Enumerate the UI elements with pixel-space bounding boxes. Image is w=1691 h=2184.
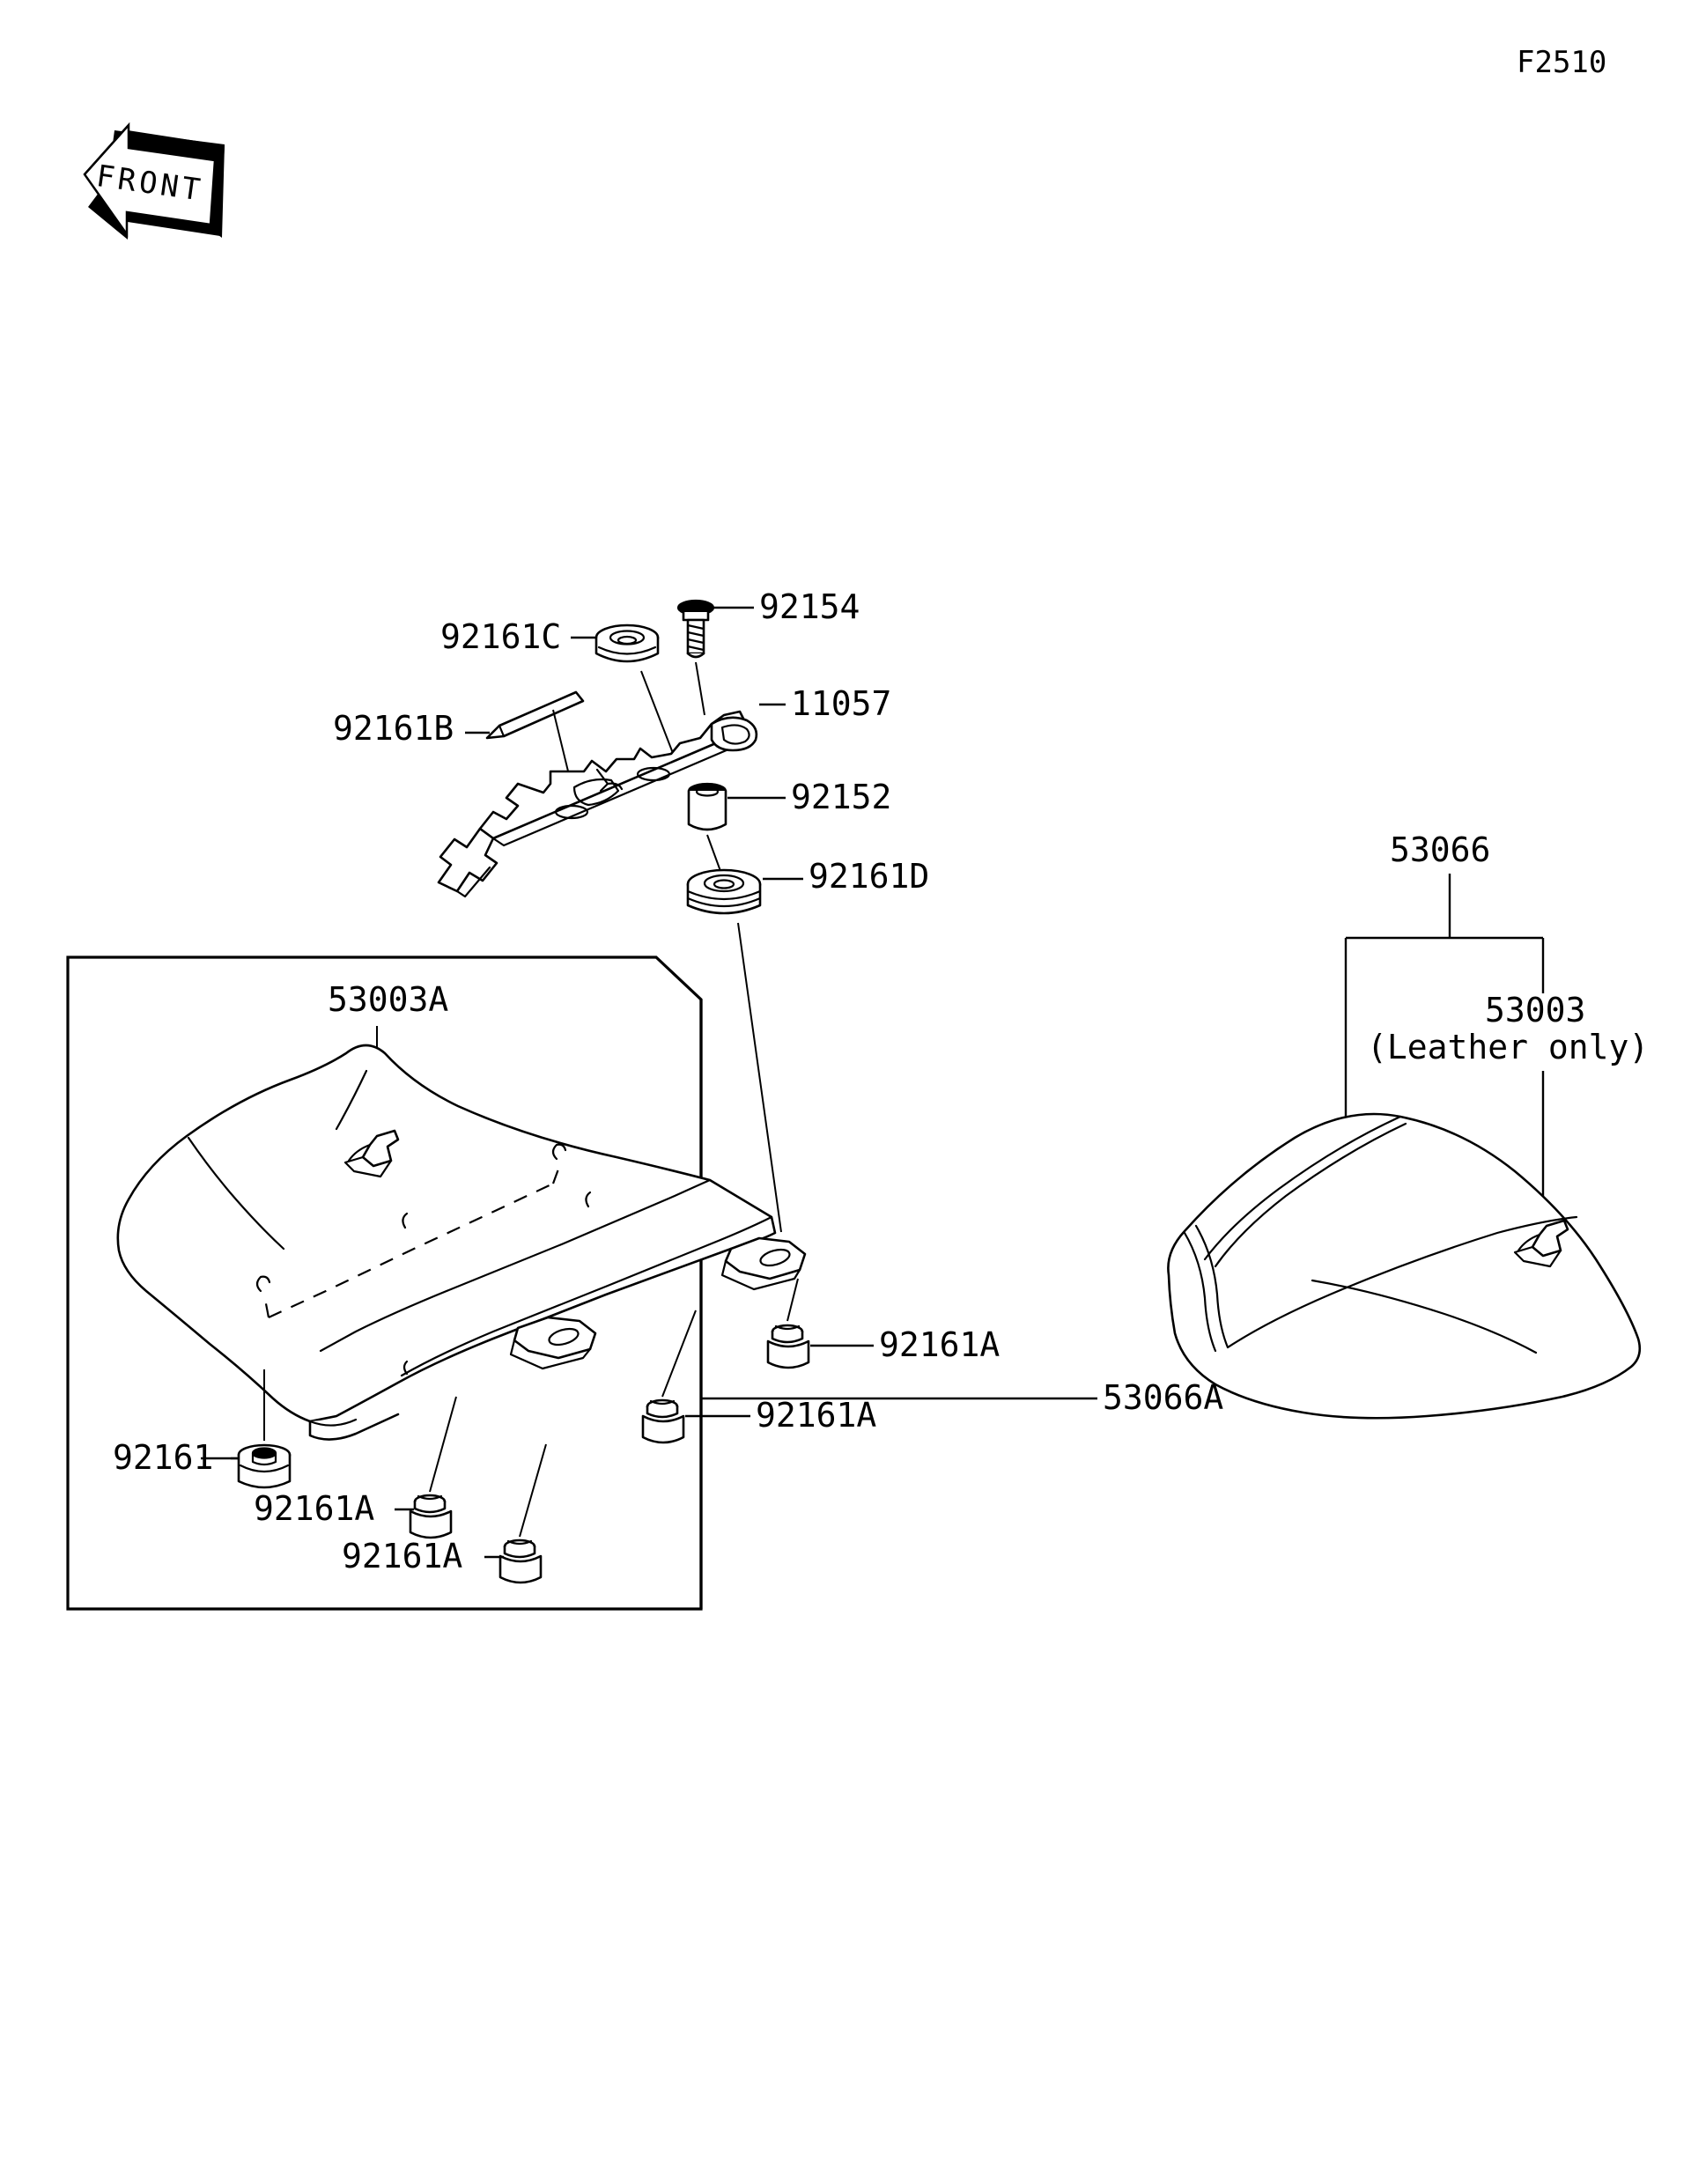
- label-92161B: 92161B: [333, 709, 454, 748]
- part-92161A-damper-1: [409, 1494, 453, 1539]
- leader-92161A-4-up: [786, 1278, 799, 1322]
- label-53003-note: (Leather only): [1367, 1028, 1649, 1066]
- leader-92161A-1-up: [429, 1396, 457, 1493]
- leader-92161D-long: [737, 922, 782, 1233]
- leader-92161C-drop: [640, 670, 676, 761]
- label-53003A: 53003A: [328, 980, 448, 1019]
- part-92161-damper: [237, 1443, 292, 1489]
- leader-92161A-2-up: [519, 1443, 547, 1538]
- part-92161A-damper-4: [766, 1324, 810, 1369]
- part-11057-bracket: [437, 710, 758, 898]
- part-92161A-damper-3: [641, 1398, 685, 1444]
- part-53066-seat-cowl: [1167, 1112, 1642, 1420]
- part-92152-collar: [687, 782, 727, 831]
- label-92152: 92152: [791, 778, 891, 816]
- part-92161A-damper-2: [498, 1538, 543, 1584]
- front-arrow-badge: FRONT: [83, 122, 225, 240]
- part-92161B-rod: [485, 690, 585, 740]
- page-code: F2510: [1517, 45, 1606, 80]
- label-53066: 53066: [1390, 830, 1490, 869]
- label-11057: 11057: [791, 684, 891, 723]
- seat-mount-tab-mid: [509, 1316, 597, 1370]
- label-92161C: 92161C: [440, 617, 561, 656]
- part-53003-cowl-clip: [1513, 1219, 1569, 1268]
- label-92161A-1: 92161A: [254, 1489, 374, 1528]
- label-92161A-4: 92161A: [879, 1325, 1000, 1364]
- part-92161C-grommet: [594, 623, 660, 663]
- label-53003: 53003: [1485, 991, 1585, 1029]
- label-92154: 92154: [759, 587, 860, 626]
- part-53066A-seat: [116, 1044, 807, 1441]
- label-92161A-3: 92161A: [756, 1396, 876, 1435]
- seat-mount-tab-rear: [720, 1236, 807, 1291]
- leader-92161A-3-up: [661, 1310, 697, 1398]
- label-92161A-2: 92161A: [342, 1537, 462, 1575]
- leader-92161B-drop: [552, 709, 572, 783]
- label-92161: 92161: [113, 1438, 213, 1477]
- part-92161D-grommet: [686, 868, 762, 915]
- part-92154-bolt: [676, 599, 715, 659]
- leader-92154-drop: [695, 661, 705, 716]
- label-92161D: 92161D: [809, 857, 929, 896]
- part-53003A-clip: [343, 1129, 400, 1178]
- label-53066A: 53066A: [1103, 1378, 1223, 1417]
